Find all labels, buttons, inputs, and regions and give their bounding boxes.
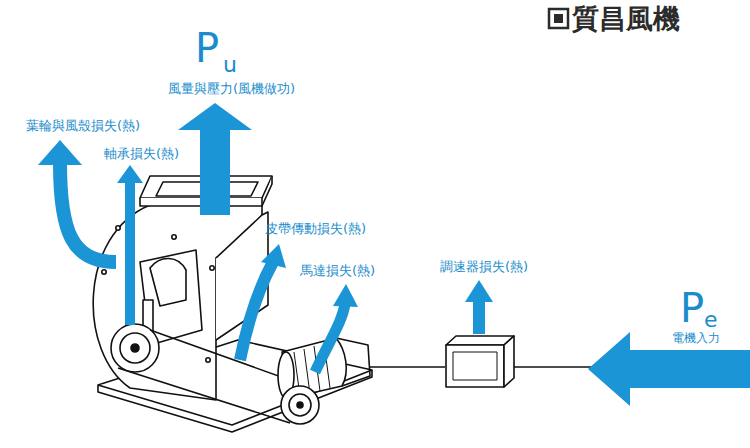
loss-label: 皮帶傳動損失(熱): [265, 222, 366, 236]
power-subscript: e: [704, 308, 718, 332]
power-symbol: P: [195, 26, 219, 70]
fan-drawing: [93, 176, 592, 432]
loss-label: 馬達損失(熱): [300, 264, 375, 278]
logo-text: 質昌風機: [572, 4, 680, 34]
power-symbol: P: [680, 286, 704, 330]
loss-label: 軸承損失(熱): [104, 147, 179, 161]
loss-label: 調速器損失(熱): [440, 260, 528, 274]
output-label: 風量與壓力(風機做功): [168, 82, 295, 96]
loss-label: 葉輪與風殼損失(熱): [26, 119, 140, 133]
input-label: 電機入力: [672, 332, 720, 345]
power-subscript: u: [223, 53, 237, 77]
energy-arrows: [38, 103, 750, 406]
logo-icon: [549, 9, 568, 28]
